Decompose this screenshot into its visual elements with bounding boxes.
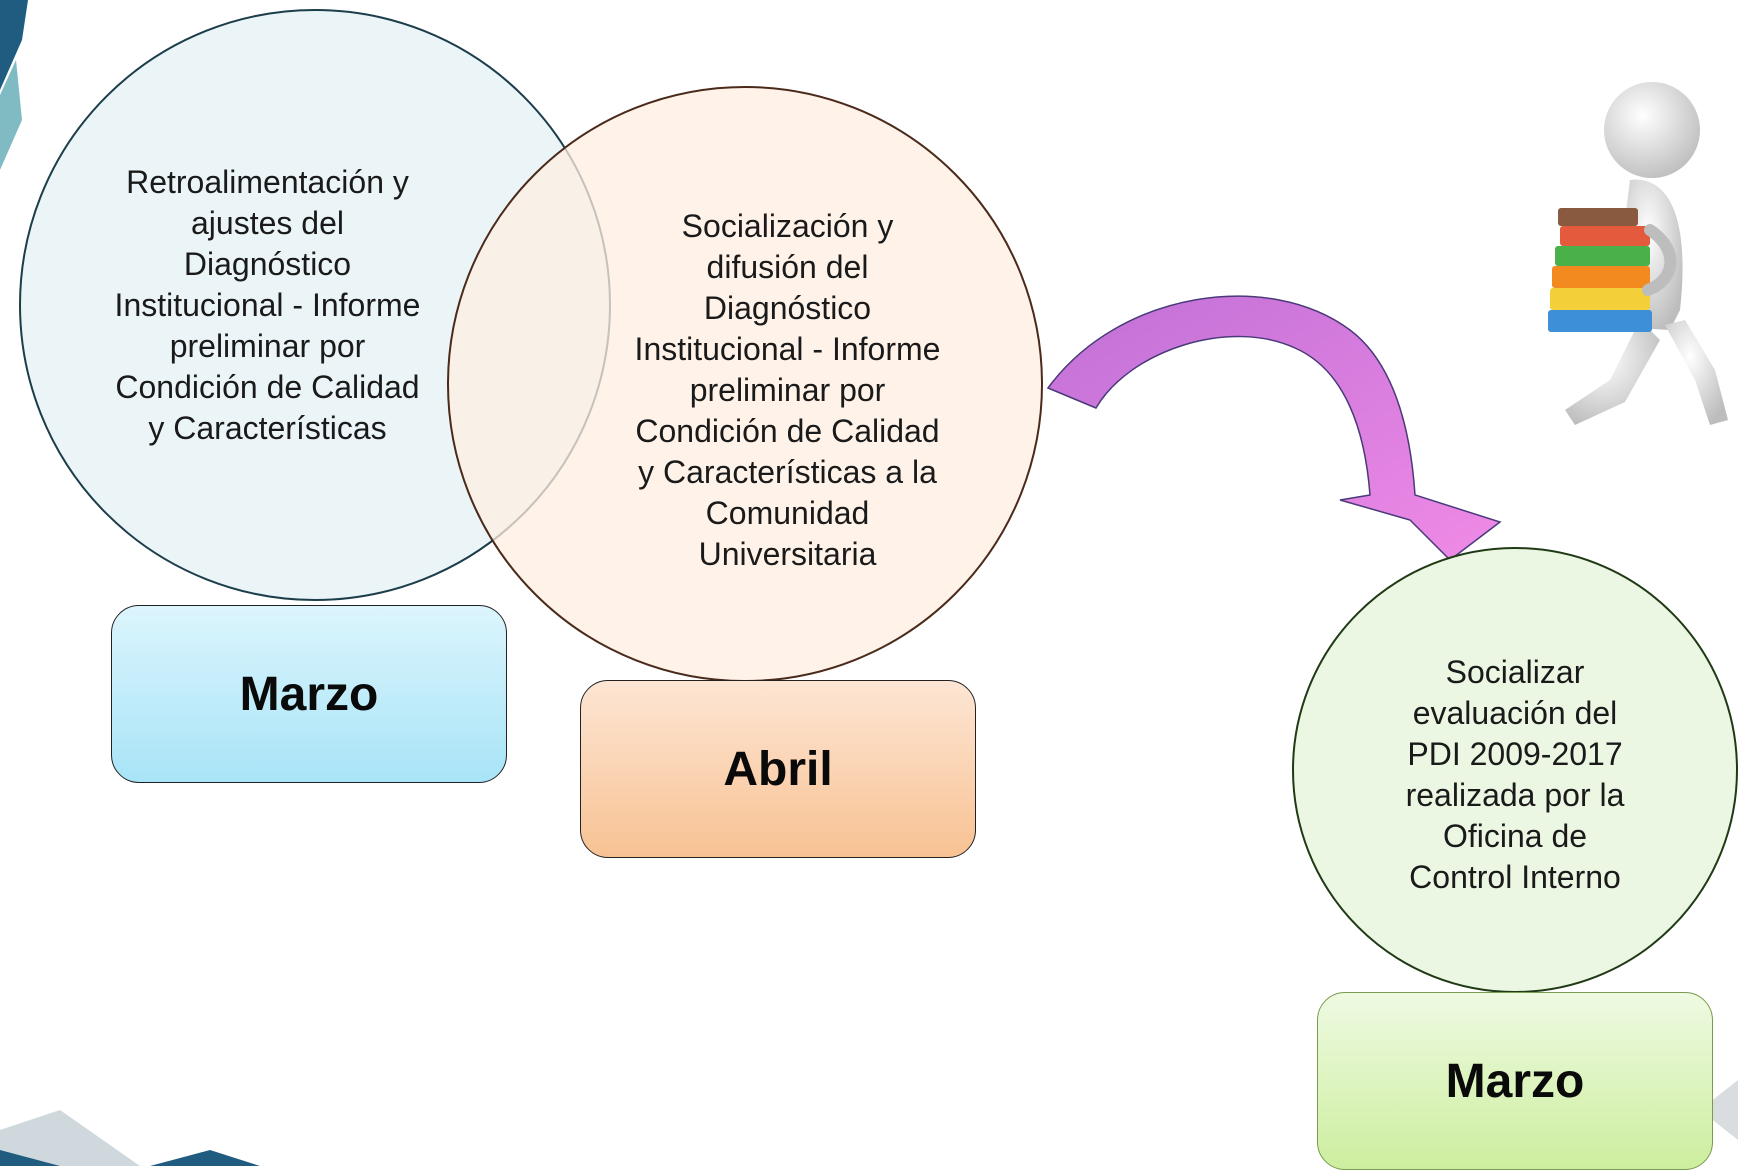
month-box-eval: Marzo [1317, 992, 1713, 1170]
month-box-social: Abril [580, 680, 976, 858]
curved-arrow-icon [1046, 295, 1502, 561]
person-carrying-books-icon [1548, 82, 1728, 425]
corner-decoration-bottom-left [0, 1110, 260, 1166]
node-eval-text: Socializar evaluación del PDI 2009-2017 … [1405, 654, 1625, 895]
corner-decoration-bottom-right [1700, 1080, 1738, 1140]
node-social-text: Socialización y difusión del Diagnóstico… [634, 207, 941, 572]
corner-decoration-top-left [0, 0, 28, 170]
node-retro-text: Retroalimentación y ajustes del Diagnóst… [114, 163, 421, 446]
month-box-retro: Marzo [111, 605, 507, 783]
